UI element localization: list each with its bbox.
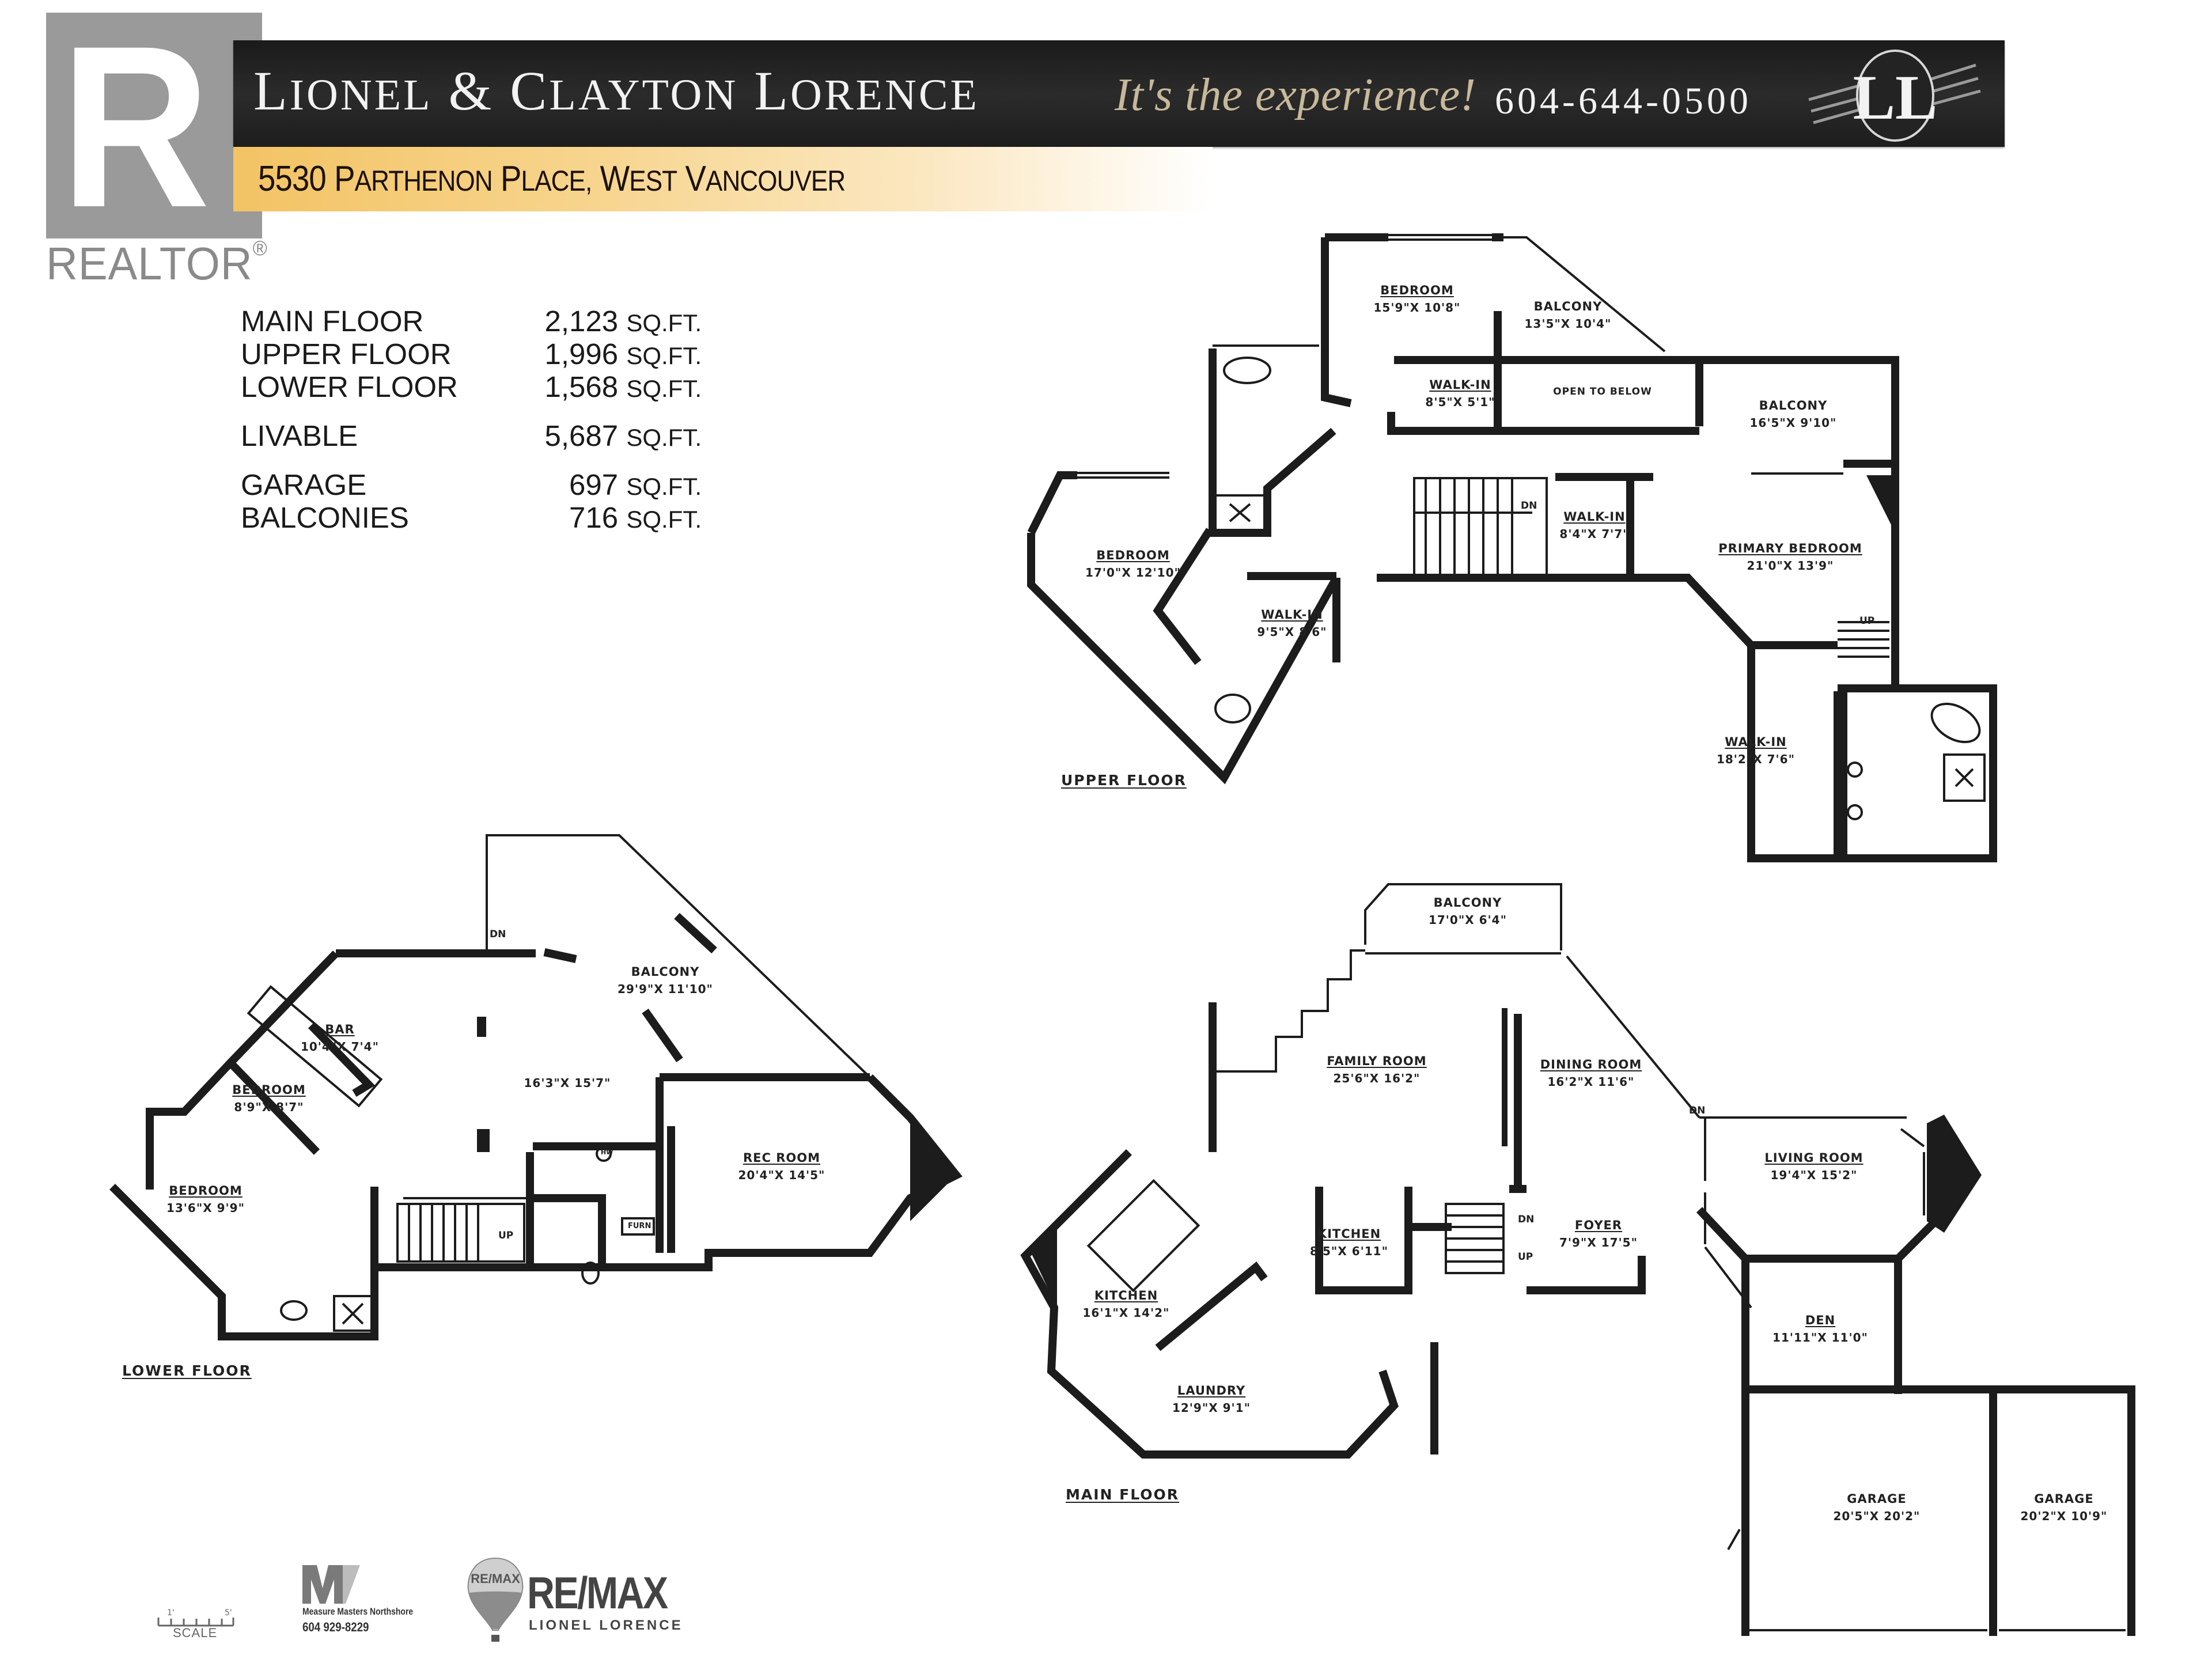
svg-text:RE/MAX: RE/MAX <box>471 1571 520 1586</box>
stair-down-label: DN <box>1518 1214 1535 1225</box>
svg-text:LL: LL <box>1853 62 1938 132</box>
scale-label: SCALE <box>173 1626 218 1640</box>
main-floor-title: MAIN FLOOR <box>1066 1486 1180 1503</box>
agent-name: LIONEL & CLAYTON LORENCE <box>253 60 979 122</box>
remax-wordmark: RE/MAX <box>527 1567 668 1618</box>
stair-down-label: DN <box>1521 500 1537 512</box>
remax-balloon-icon: RE/MAX <box>467 1557 524 1642</box>
realtor-logo <box>46 13 262 238</box>
stair-up-label: UP <box>498 1230 514 1241</box>
header-bar <box>233 40 2005 147</box>
furnace-label: FURN <box>628 1222 652 1230</box>
realtor-wordmark: REALTOR® <box>46 236 268 289</box>
stair-up-label: UP <box>1518 1251 1533 1263</box>
hot-water-label: HW <box>601 1149 613 1156</box>
tagline: It's the experience! <box>1115 70 1476 120</box>
registered-mark: ® <box>252 236 268 260</box>
agent-phone: 604-644-0500 <box>1495 80 1752 122</box>
room-lower-open-area: 16'3"X 15'7" <box>524 1076 611 1090</box>
svg-text:5': 5' <box>225 1608 232 1618</box>
step-down-label: DN <box>1689 1105 1706 1116</box>
ll-monogram-logo: LL <box>1808 50 1981 142</box>
upper-floor-title: UPPER FLOOR <box>1061 772 1187 789</box>
lower-floor-title: LOWER FLOOR <box>122 1362 252 1379</box>
address-band <box>233 147 1213 211</box>
realtor-logo-letter: R <box>60 0 210 255</box>
svg-text:1': 1' <box>167 1608 175 1618</box>
remax-agent-name: LIONEL LORENCE <box>529 1618 683 1633</box>
scale-bar: 1' 5' <box>157 1608 234 1627</box>
stair-up-label: UP <box>1859 615 1875 627</box>
measurer-name: Measure Masters Northshore <box>302 1606 414 1617</box>
room-upper-open-to-below: OPEN TO BELOW <box>1553 386 1652 397</box>
stair-down-label: DN <box>490 929 506 940</box>
measure-masters-logo <box>302 1565 360 1604</box>
property-address: 5530 PARTHENON PLACE, WEST VANCOUVER <box>258 159 846 199</box>
measurer-phone: 604 929-8229 <box>302 1620 369 1634</box>
